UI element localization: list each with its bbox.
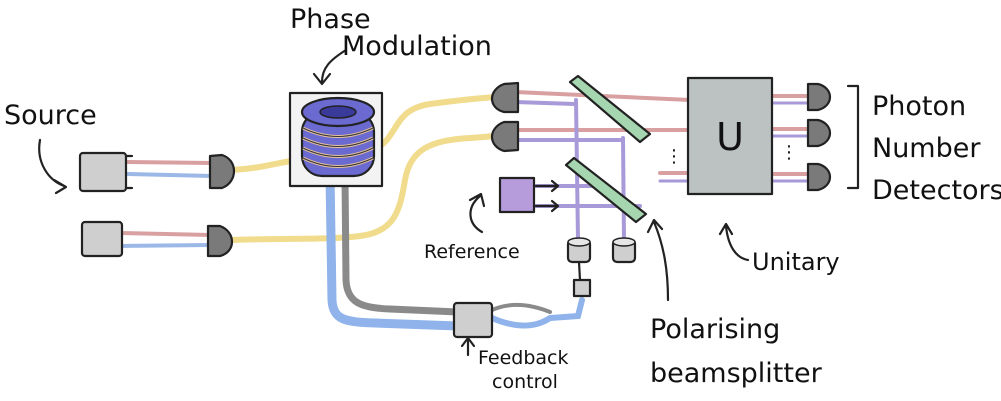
cable-blue-loop xyxy=(325,170,463,331)
unitary-box-icon xyxy=(686,76,774,196)
reference-laser-icon xyxy=(498,176,560,214)
label-detectors-1: Photon xyxy=(872,91,966,122)
fiber-purple-top xyxy=(513,100,577,106)
ellipsis-left: ⋮ xyxy=(665,146,683,167)
label-feedback-2: control xyxy=(492,371,558,393)
detectors-bracket xyxy=(846,84,860,190)
photon-detector-icon xyxy=(806,162,832,192)
cable-feedback-out xyxy=(489,297,585,329)
label-detectors-3: Detectors xyxy=(872,175,1001,206)
photon-detector-icon xyxy=(806,82,832,112)
label-polarising-2: beamsplitter xyxy=(650,358,823,389)
phase-modulator-coil-icon xyxy=(288,91,384,188)
unitary-symbol: U xyxy=(716,115,744,159)
label-detectors-2: Number xyxy=(872,133,981,164)
fiber-coupler-icon xyxy=(490,81,520,114)
label-feedback-1: Feedback xyxy=(478,347,568,369)
cable-grey-loop xyxy=(341,174,462,316)
photodiode-icon xyxy=(611,237,637,264)
fiber-source1-red xyxy=(126,160,214,165)
ellipsis-right: ⋮ xyxy=(780,142,798,163)
light-source-icon xyxy=(78,151,134,193)
label-polarising-1: Polarising xyxy=(650,314,780,345)
label-phase-modulation-1: Phase xyxy=(290,4,371,35)
photon-detector-icon xyxy=(806,118,832,148)
fiber-source2-red xyxy=(118,231,212,237)
fiber-coupler-icon xyxy=(490,120,520,153)
label-reference: Reference xyxy=(424,241,520,263)
beamsplitter-icon xyxy=(564,156,648,224)
fiber-coupler-icon xyxy=(206,224,234,258)
beamsplitter-icon xyxy=(568,74,652,144)
detector-connector-icon xyxy=(572,278,592,298)
fiber-yellow-lower xyxy=(227,132,503,243)
fiber-source2-blue xyxy=(118,243,212,248)
light-source-icon xyxy=(80,220,124,258)
cable-feedback-out-grey xyxy=(490,303,552,314)
label-source: Source xyxy=(4,100,97,131)
fiber-lines xyxy=(118,90,810,331)
annotation-arrows xyxy=(38,48,750,357)
photodiode-icon xyxy=(566,237,592,264)
fiber-source1-blue xyxy=(126,172,214,178)
fiber-yellow-upper xyxy=(229,94,501,173)
label-phase-modulation-2: Modulation xyxy=(342,31,492,62)
label-unitary: Unitary xyxy=(752,248,840,276)
beam-vert-2 xyxy=(621,136,626,242)
feedback-controller-icon xyxy=(452,301,494,339)
fiber-coupler-icon xyxy=(208,153,236,190)
